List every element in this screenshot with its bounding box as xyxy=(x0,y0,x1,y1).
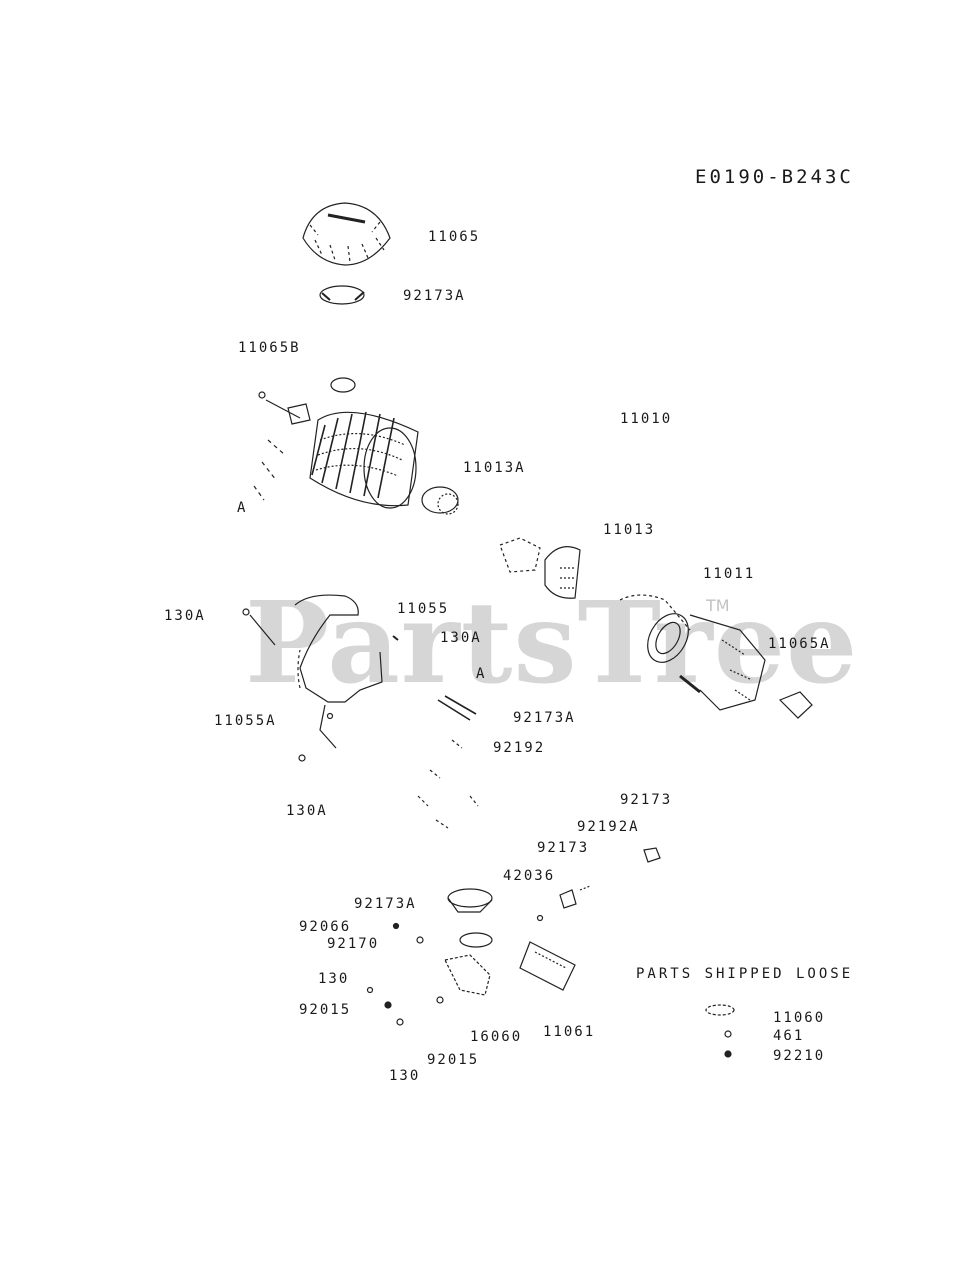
part-label-11065A[interactable]: 11065A xyxy=(768,636,831,652)
parts-shipped-loose-icons xyxy=(706,1005,734,1057)
watermark: PartsTree xyxy=(245,578,859,709)
part-label-11055[interactable]: 11055 xyxy=(397,601,450,617)
parts-shipped-loose-title: PARTS SHIPPED LOOSE xyxy=(636,966,854,982)
ref-label-a: A xyxy=(476,666,487,682)
diagram-code: E0190-B243C xyxy=(695,166,854,188)
part-11055-bracket-drawing xyxy=(243,595,398,761)
ref-label-a: A xyxy=(237,500,248,516)
part-label-130A[interactable]: 130A xyxy=(286,803,328,819)
part-42036-fittings-drawing xyxy=(368,848,661,1025)
loose-part-label-92210[interactable]: 92210 xyxy=(773,1048,826,1064)
part-label-11013[interactable]: 11013 xyxy=(603,522,656,538)
part-11013-element-drawing xyxy=(500,538,580,598)
part-label-11065[interactable]: 11065 xyxy=(428,229,481,245)
part-92192-hose-drawing xyxy=(418,696,478,828)
part-label-130[interactable]: 130 xyxy=(389,1068,421,1084)
part-label-92192A[interactable]: 92192A xyxy=(577,819,640,835)
part-92173A-clamp-drawing xyxy=(320,286,364,304)
part-label-42036[interactable]: 42036 xyxy=(503,868,556,884)
part-label-92015[interactable]: 92015 xyxy=(427,1052,480,1068)
watermark-trademark: TM xyxy=(706,596,730,615)
loose-part-label-461[interactable]: 461 xyxy=(773,1028,805,1044)
part-label-130A[interactable]: 130A xyxy=(164,608,206,624)
part-11011-housing-drawing xyxy=(620,595,812,718)
part-label-92173[interactable]: 92173 xyxy=(620,792,673,808)
part-11065B-bolt-drawing xyxy=(254,392,310,500)
part-label-92173A[interactable]: 92173A xyxy=(403,288,466,304)
part-label-11055A[interactable]: 11055A xyxy=(214,713,277,729)
part-label-92015[interactable]: 92015 xyxy=(299,1002,352,1018)
part-11013A-element-drawing xyxy=(310,378,458,514)
part-label-11011[interactable]: 11011 xyxy=(703,566,756,582)
part-label-92173A[interactable]: 92173A xyxy=(354,896,417,912)
part-label-92173[interactable]: 92173 xyxy=(537,840,590,856)
part-label-92066[interactable]: 92066 xyxy=(299,919,352,935)
loose-part-label-11060[interactable]: 11060 xyxy=(773,1010,826,1026)
part-label-130[interactable]: 130 xyxy=(318,971,350,987)
part-label-11013A[interactable]: 11013A xyxy=(463,460,526,476)
part-label-130A[interactable]: 130A xyxy=(440,630,482,646)
part-label-11061[interactable]: 11061 xyxy=(543,1024,596,1040)
part-label-11010[interactable]: 11010 xyxy=(620,411,673,427)
part-label-92173A[interactable]: 92173A xyxy=(513,710,576,726)
part-label-11065B[interactable]: 11065B xyxy=(238,340,301,356)
part-label-92192[interactable]: 92192 xyxy=(493,740,546,756)
part-label-92170[interactable]: 92170 xyxy=(327,936,380,952)
part-11065-cap-drawing xyxy=(303,203,390,265)
part-label-16060[interactable]: 16060 xyxy=(470,1029,523,1045)
